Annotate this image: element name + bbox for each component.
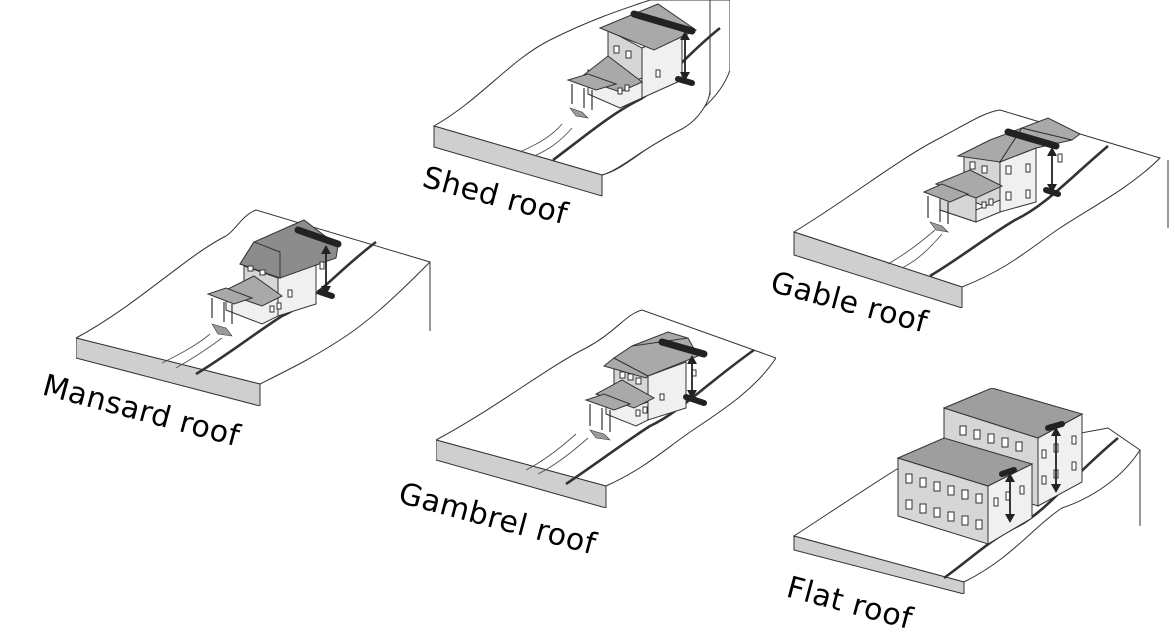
house-shed bbox=[566, 3, 697, 119]
window bbox=[1005, 165, 1012, 175]
window bbox=[287, 289, 293, 298]
window bbox=[635, 377, 642, 385]
window bbox=[969, 161, 976, 170]
window bbox=[961, 515, 969, 526]
house-gable bbox=[922, 117, 1081, 233]
height-measure-lower bbox=[999, 467, 1017, 523]
panel-flat-roof bbox=[792, 388, 1141, 594]
walkway bbox=[519, 123, 573, 157]
window bbox=[642, 406, 648, 414]
window bbox=[276, 302, 282, 310]
window bbox=[1057, 153, 1063, 163]
window bbox=[959, 425, 967, 436]
window bbox=[619, 371, 626, 379]
window bbox=[981, 201, 987, 209]
window bbox=[624, 84, 630, 92]
window bbox=[319, 261, 325, 270]
street-line bbox=[929, 145, 1109, 278]
window bbox=[269, 305, 275, 313]
height-measure bbox=[630, 10, 696, 86]
window bbox=[919, 477, 927, 488]
walkway bbox=[525, 433, 589, 475]
dormer-window bbox=[247, 265, 254, 272]
window bbox=[1071, 461, 1077, 471]
window bbox=[1041, 449, 1047, 459]
panel-shed-roof bbox=[432, 0, 730, 197]
window bbox=[1025, 163, 1031, 173]
window bbox=[975, 519, 983, 530]
panel-gambrel-roof bbox=[436, 309, 776, 508]
window bbox=[1025, 189, 1031, 199]
window bbox=[933, 481, 941, 492]
street-line bbox=[195, 240, 377, 376]
window bbox=[975, 493, 983, 504]
window bbox=[1001, 437, 1009, 448]
window bbox=[947, 485, 955, 496]
window bbox=[987, 433, 995, 444]
window bbox=[655, 69, 661, 78]
window bbox=[919, 503, 927, 514]
street-line bbox=[552, 26, 721, 162]
height-measure bbox=[658, 338, 708, 406]
panel-mansard-roof bbox=[76, 209, 431, 406]
height-measure bbox=[294, 226, 342, 299]
window bbox=[905, 499, 913, 510]
window bbox=[988, 198, 994, 206]
window bbox=[933, 507, 941, 518]
window bbox=[947, 511, 955, 522]
height-measure bbox=[1004, 128, 1061, 197]
height-measure-upper bbox=[1045, 421, 1065, 493]
window bbox=[1041, 475, 1047, 485]
dormer-window bbox=[259, 269, 266, 276]
window bbox=[981, 165, 988, 174]
window bbox=[613, 45, 620, 54]
window bbox=[635, 409, 641, 417]
window bbox=[625, 50, 632, 59]
window bbox=[617, 87, 623, 95]
walkway bbox=[161, 333, 223, 369]
window bbox=[659, 393, 665, 401]
window bbox=[1071, 435, 1077, 445]
window bbox=[961, 489, 969, 500]
window bbox=[1015, 441, 1023, 452]
window bbox=[627, 373, 634, 381]
window bbox=[1005, 191, 1012, 201]
street-line bbox=[565, 348, 755, 486]
panel-gable-roof bbox=[792, 109, 1169, 308]
walkway bbox=[887, 229, 943, 269]
window bbox=[1019, 485, 1025, 495]
window bbox=[973, 429, 981, 440]
window bbox=[905, 473, 913, 484]
window bbox=[993, 497, 999, 507]
